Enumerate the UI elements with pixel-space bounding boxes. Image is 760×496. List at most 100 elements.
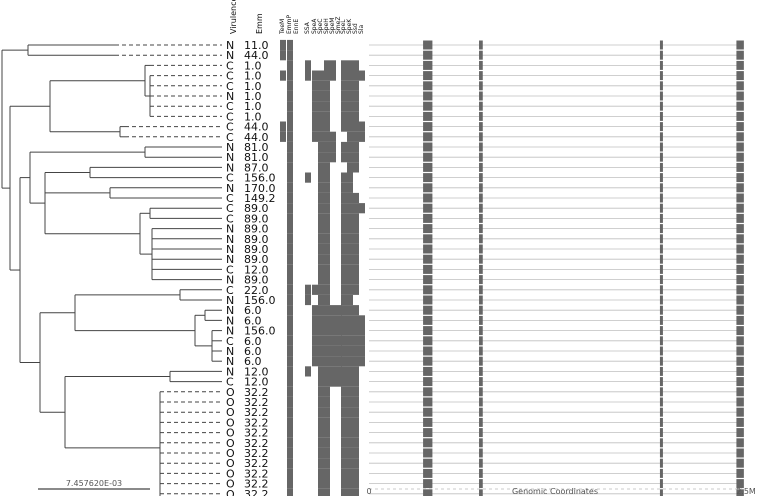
emm-label: 89.0 bbox=[244, 233, 269, 246]
genomic-block bbox=[423, 71, 433, 81]
genomic-block bbox=[659, 438, 663, 448]
gene-cell bbox=[353, 335, 359, 346]
genomic-block bbox=[423, 142, 433, 152]
gene-cell bbox=[347, 70, 353, 81]
gene-cell bbox=[330, 325, 336, 336]
gene-cell bbox=[318, 70, 324, 81]
virulence-label: N bbox=[226, 223, 234, 236]
genomic-block bbox=[736, 203, 744, 213]
gene-cell bbox=[287, 458, 293, 469]
genomic-block bbox=[479, 468, 483, 478]
gene-cell bbox=[359, 121, 365, 132]
genomic-block bbox=[479, 315, 483, 325]
gene-cell bbox=[347, 478, 353, 489]
gene-cell bbox=[341, 417, 347, 428]
gene-cell bbox=[287, 50, 293, 61]
genomic-block bbox=[659, 387, 663, 397]
gene-cell bbox=[324, 60, 330, 71]
gene-cell bbox=[312, 70, 318, 81]
gene-cell bbox=[330, 131, 336, 142]
gene-cell bbox=[318, 243, 324, 255]
genomic-block bbox=[736, 122, 744, 132]
gene-cell bbox=[347, 121, 353, 132]
genomic-block bbox=[479, 40, 483, 50]
gene-cell bbox=[324, 294, 330, 306]
genomic-block bbox=[423, 407, 433, 417]
gene-cell bbox=[287, 386, 293, 397]
genomic-block bbox=[659, 377, 663, 387]
genomic-block bbox=[479, 91, 483, 101]
genomic-block bbox=[659, 264, 663, 274]
gene-cell bbox=[318, 111, 324, 122]
gene-cell bbox=[341, 121, 347, 132]
gene-cell bbox=[324, 345, 330, 357]
gene-cell bbox=[330, 305, 336, 316]
genomic-block bbox=[659, 417, 663, 427]
genomic-block bbox=[736, 407, 744, 417]
virulence-label: O bbox=[226, 467, 235, 480]
gene-cell bbox=[324, 356, 330, 367]
genomic-block bbox=[479, 479, 483, 489]
genomic-block bbox=[423, 275, 433, 285]
gene-cell bbox=[324, 90, 330, 102]
gene-cell bbox=[312, 305, 318, 316]
genomic-block bbox=[659, 407, 663, 417]
genomic-block bbox=[423, 60, 433, 70]
gene-cell bbox=[341, 447, 347, 459]
gene-cell bbox=[287, 284, 293, 295]
emm-label: 32.2 bbox=[244, 457, 269, 470]
gene-cell bbox=[280, 50, 286, 61]
genomic-block bbox=[659, 234, 663, 244]
genomic-block bbox=[659, 81, 663, 91]
genomic-block bbox=[659, 213, 663, 223]
gene-cell bbox=[318, 356, 324, 367]
gene-header: SmeZ bbox=[335, 17, 342, 34]
gene-cell bbox=[287, 192, 293, 204]
emm-label: 89.0 bbox=[244, 274, 269, 287]
gene-cell bbox=[324, 70, 330, 81]
gene-cell bbox=[341, 213, 347, 224]
gene-cell bbox=[347, 162, 353, 173]
gene-cell bbox=[287, 141, 293, 153]
gene-cell bbox=[280, 39, 286, 51]
gene-cell bbox=[341, 396, 347, 408]
virulence-label: O bbox=[226, 406, 235, 419]
genomic-block bbox=[659, 142, 663, 152]
gene-cell bbox=[287, 70, 293, 81]
genomic-block bbox=[736, 111, 744, 121]
gene-cell bbox=[318, 468, 324, 479]
gene-cell bbox=[312, 101, 318, 112]
gene-cell bbox=[347, 315, 353, 326]
genomic-block bbox=[423, 489, 433, 496]
genomic-block bbox=[736, 193, 744, 203]
genomic-block bbox=[736, 315, 744, 325]
gene-cell bbox=[353, 60, 359, 71]
virulence-label: C bbox=[226, 121, 234, 134]
genomic-block bbox=[659, 244, 663, 254]
genomic-block bbox=[736, 336, 744, 346]
gene-cell bbox=[305, 172, 311, 183]
genomic-block bbox=[423, 132, 433, 142]
gene-cell bbox=[353, 152, 359, 163]
gene-cell bbox=[347, 243, 353, 255]
gene-cell bbox=[312, 335, 318, 346]
gene-cell bbox=[318, 264, 324, 275]
gene-cell bbox=[324, 141, 330, 153]
genomic-block bbox=[423, 458, 433, 468]
gene-cell bbox=[347, 386, 353, 397]
gene-cell bbox=[330, 376, 336, 387]
genomic-block bbox=[659, 468, 663, 478]
gene-cell bbox=[336, 366, 342, 377]
gene-cell bbox=[305, 284, 311, 295]
emm-label: 44.0 bbox=[244, 131, 269, 144]
gene-cell bbox=[353, 274, 359, 285]
emm-label: 22.0 bbox=[244, 284, 269, 297]
genomic-block bbox=[736, 40, 744, 50]
gene-cell bbox=[341, 366, 347, 377]
genomic-block bbox=[423, 438, 433, 448]
gene-cell bbox=[324, 315, 330, 326]
genome-tracks bbox=[369, 40, 744, 496]
genomic-block bbox=[423, 224, 433, 234]
gene-cell bbox=[287, 407, 293, 418]
